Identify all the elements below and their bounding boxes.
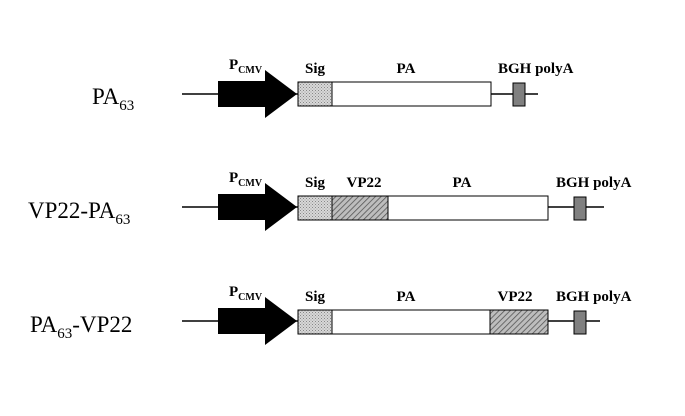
- polya-box: [573, 310, 587, 335]
- promoter-label: PCMV: [229, 284, 263, 303]
- polya-box: [512, 82, 526, 107]
- segment-sig: [297, 309, 333, 335]
- construct-vp22-pa63: VP22-PA63 PCMV Sig VP22 PA BGH polyA: [28, 170, 632, 231]
- construct-name: VP22-PA63: [28, 198, 130, 228]
- segment-vp22: [489, 309, 549, 335]
- segment-label-pa: PA: [397, 289, 416, 305]
- construct-pa63: PA63 PCMV Sig PA BGH polyA: [92, 57, 574, 118]
- construct-pa63-vp22: PA63-VP22 PCMV Sig PA VP22 BGH polyA: [30, 284, 632, 345]
- segment-label-pa: PA: [453, 175, 472, 191]
- construct-name: PA63-VP22: [30, 312, 132, 342]
- segment-label-vp22: VP22: [498, 289, 533, 305]
- promoter-label: PCMV: [229, 170, 263, 189]
- promoter-arrow: [218, 70, 297, 118]
- polya-label: BGH polyA: [556, 175, 632, 191]
- promoter-arrow: [218, 183, 297, 231]
- segment-sig: [297, 81, 333, 107]
- construct-name: PA63: [92, 84, 134, 114]
- segment-pa: [387, 195, 549, 221]
- segment-label-sig: Sig: [305, 289, 326, 305]
- segment-sig: [297, 195, 333, 221]
- polya-label: BGH polyA: [556, 289, 632, 305]
- segment-pa: [331, 81, 492, 107]
- segment-label-vp22: VP22: [347, 175, 382, 191]
- segment-vp22: [331, 195, 389, 221]
- promoter-arrow: [218, 297, 297, 345]
- polya-label: BGH polyA: [498, 61, 574, 77]
- segment-label-sig: Sig: [305, 175, 326, 191]
- segment-label-sig: Sig: [305, 61, 326, 77]
- polya-box: [573, 196, 587, 221]
- promoter-label: PCMV: [229, 57, 263, 76]
- segment-label-pa: PA: [397, 61, 416, 77]
- segment-pa: [331, 309, 491, 335]
